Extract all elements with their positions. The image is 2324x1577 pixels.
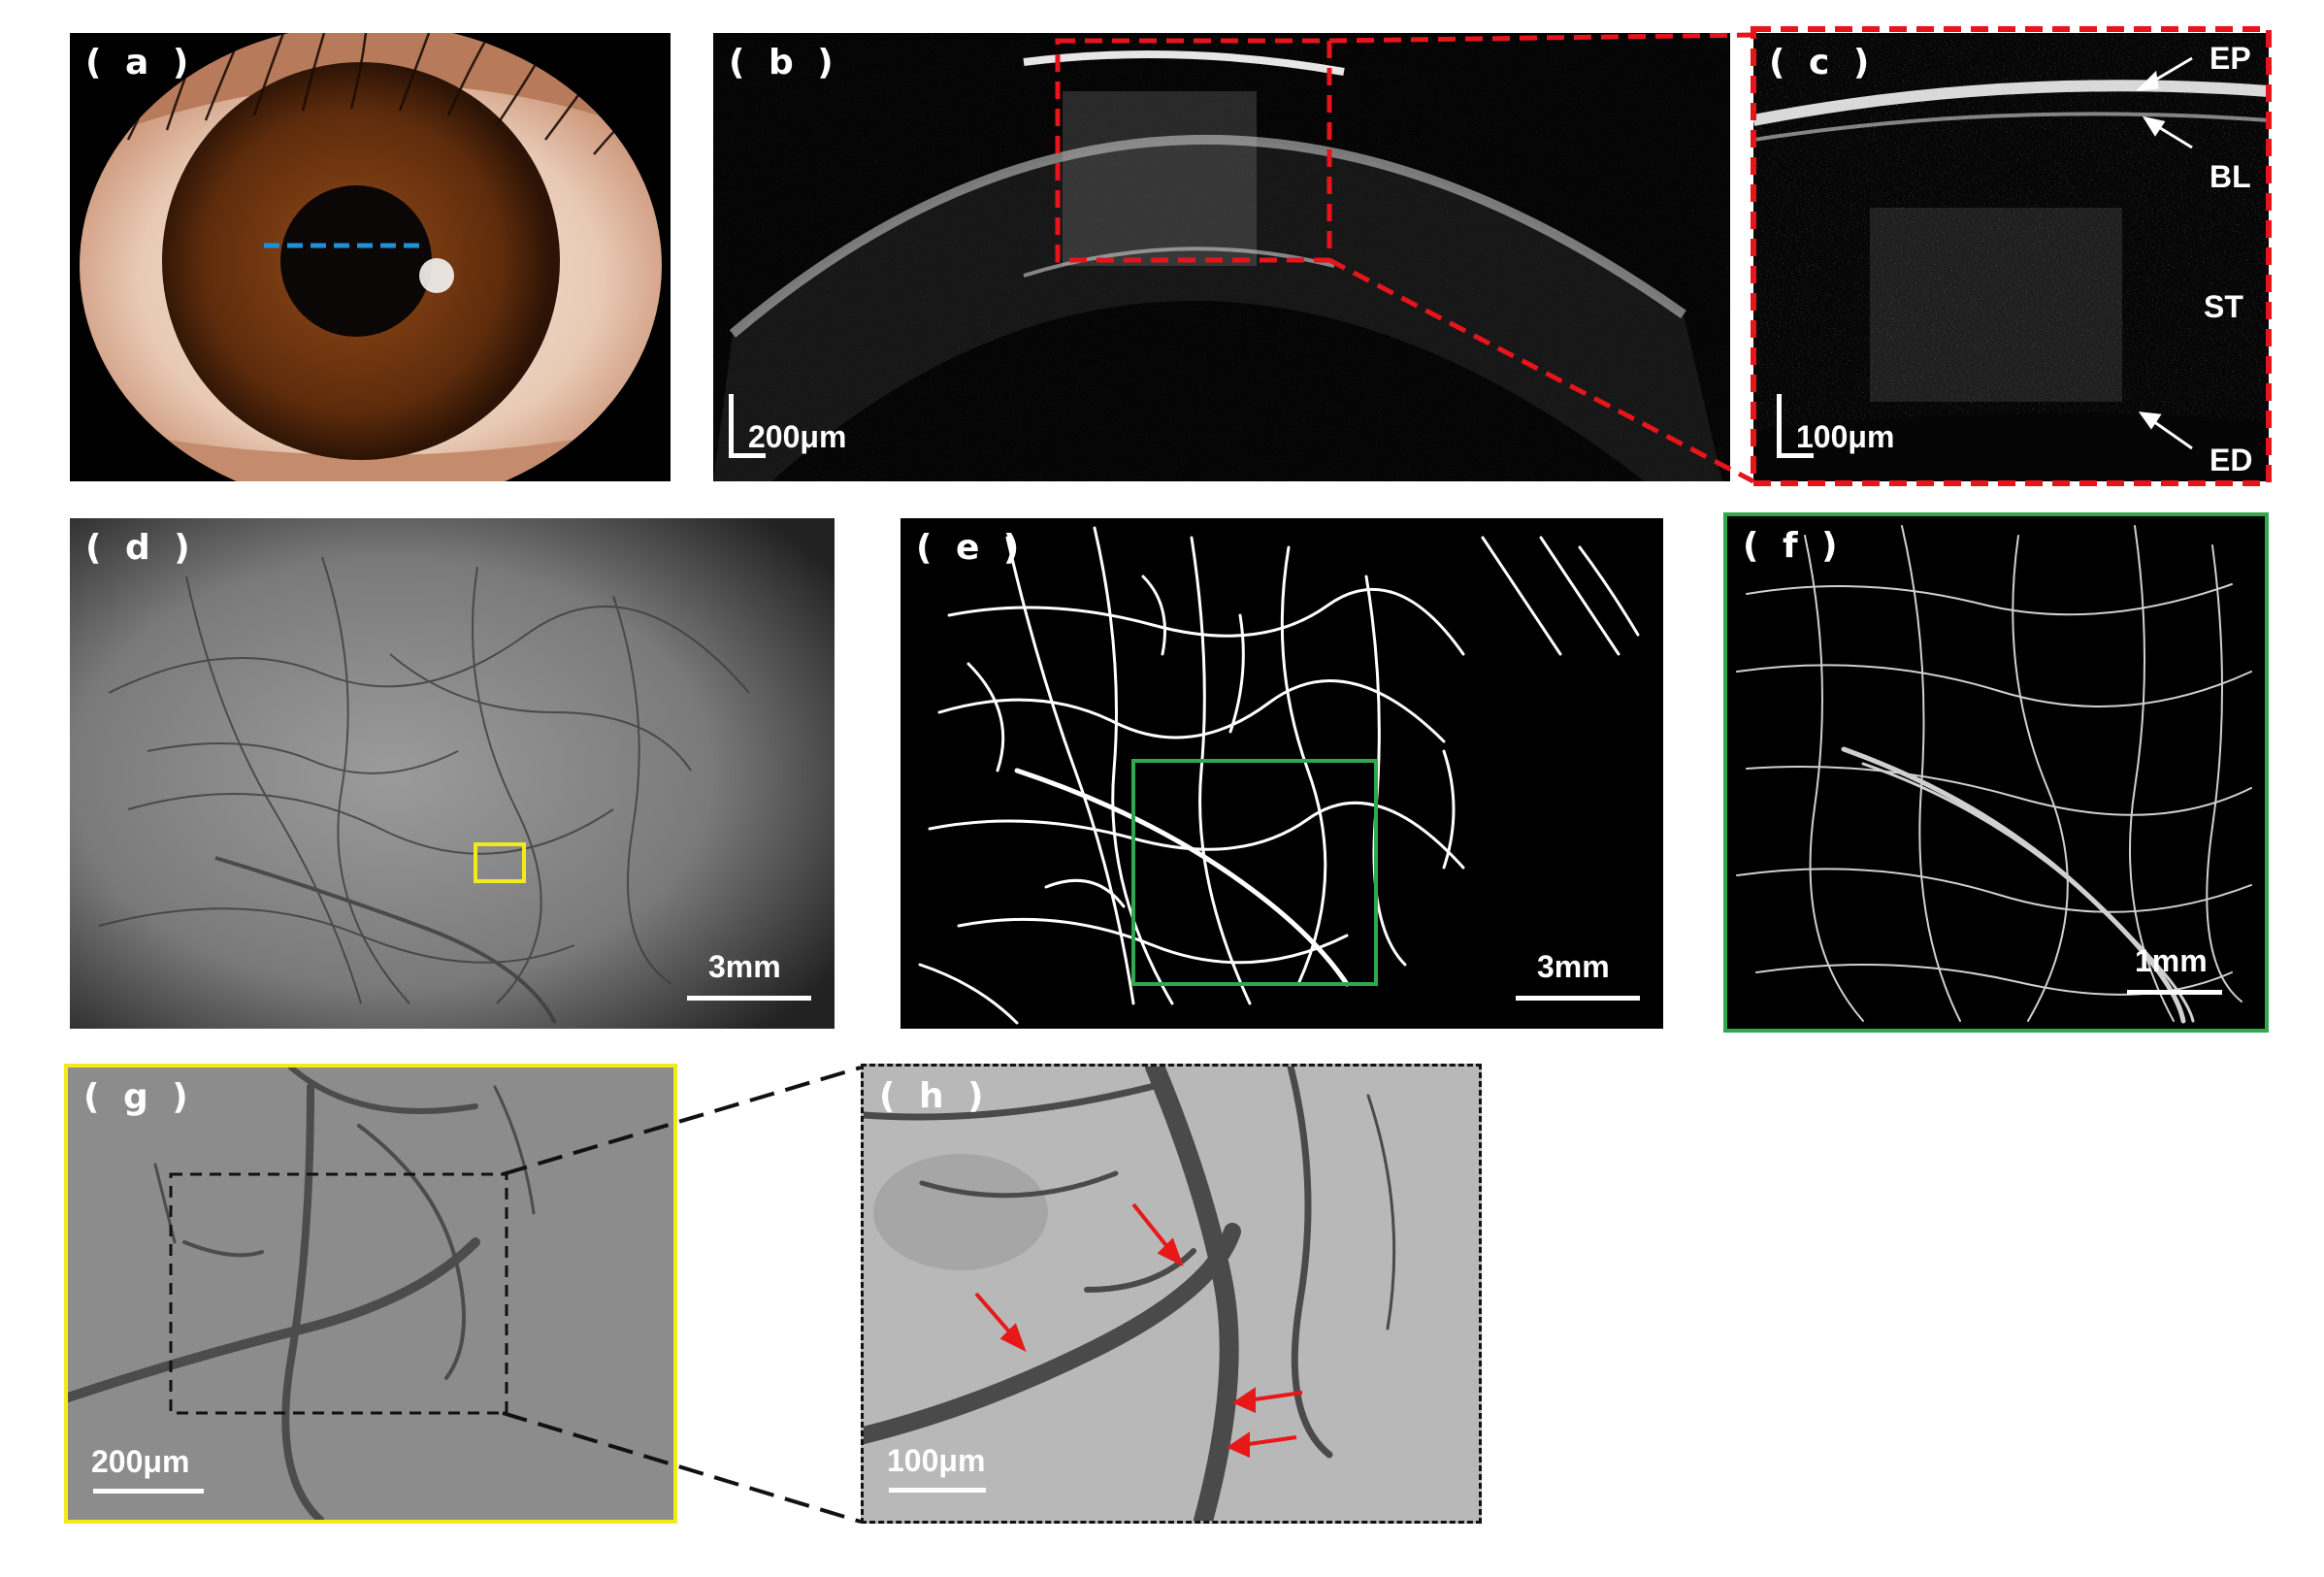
vessel-segmentation-image — [918, 526, 1640, 1025]
panel-d-scalebar — [687, 996, 811, 1001]
layer-label-st: ST — [2204, 289, 2243, 324]
panel-h-scalebar — [889, 1488, 986, 1493]
panel-b-oct-scan: ( b ) 200μm — [713, 33, 1730, 481]
panel-f-scale-label: 1mm — [2135, 943, 2208, 978]
panel-a-label: ( a ) — [85, 43, 195, 82]
layer-label-bl: BL — [2209, 159, 2251, 194]
oct-image — [713, 33, 1730, 481]
panel-c-scale-label: 100μm — [1796, 419, 1895, 454]
panel-f-label: ( f ) — [1743, 526, 1844, 566]
layer-label-ed: ED — [2209, 443, 2253, 477]
panel-c-oct-zoom: ( c ) EP BL ST ED 100μm — [1753, 33, 2269, 481]
layer-label-ep: EP — [2209, 41, 2251, 76]
panel-b-label: ( b ) — [729, 43, 839, 82]
panel-f-scalebar — [2127, 990, 2222, 995]
panel-f-segmentation-zoom: ( f ) 1mm — [1723, 512, 2269, 1033]
panel-g-vessel-magnified: ( g ) 200μm — [64, 1064, 677, 1524]
panel-b-scalebar-vertical — [729, 394, 734, 458]
vessel-detail-image — [864, 1067, 1479, 1521]
vessel-grayscale-image — [70, 518, 835, 1029]
panel-g-scale-label: 200μm — [91, 1444, 190, 1479]
panel-d-label: ( d ) — [85, 528, 196, 568]
oct-zoom-image — [1753, 33, 2269, 481]
panel-g-label: ( g ) — [83, 1077, 194, 1117]
panel-e-scale-label: 3mm — [1537, 949, 1610, 984]
panel-h-label: ( h ) — [879, 1076, 990, 1116]
panel-b-scale-label: 200μm — [748, 419, 847, 454]
panel-d-scale-label: 3mm — [708, 949, 781, 984]
panel-a-eye-photo: ( a ) — [70, 33, 671, 481]
panel-c-label: ( c ) — [1769, 43, 1876, 82]
panel-c-scalebar-vertical — [1777, 394, 1782, 458]
panel-e-label: ( e ) — [916, 528, 1026, 568]
panel-d-vessel-photo: ( d ) 3mm — [70, 518, 835, 1029]
panel-h-scale-label: 100μm — [887, 1443, 986, 1478]
panel-e-vessel-segmentation: ( e ) 3mm — [900, 518, 1663, 1029]
panel-h-vessel-detail: ( h ) 100μm — [861, 1064, 1482, 1524]
panel-g-scalebar — [93, 1489, 204, 1494]
eye-image — [80, 33, 662, 481]
panel-b-scalebar-horizontal — [729, 453, 766, 458]
segmentation-zoom-image — [1736, 525, 2252, 1024]
panel-e-scalebar — [1516, 996, 1640, 1001]
